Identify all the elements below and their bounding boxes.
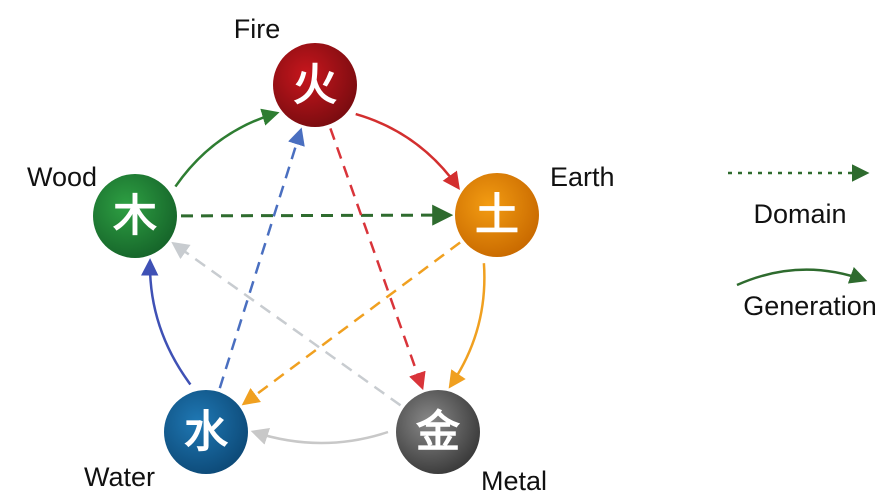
- generation-arrow-earth-to-metal: [451, 263, 485, 386]
- metal-node: 金 Metal: [396, 390, 547, 496]
- domain-arrow-wood-to-earth: [181, 215, 449, 216]
- domain-arrow-earth-to-water: [245, 243, 461, 404]
- legend: Domain Generation: [728, 173, 877, 321]
- domain-arrow-water-to-fire: [220, 131, 301, 388]
- fire-node: 火 Fire: [234, 14, 357, 127]
- wood-node: 木 Wood: [27, 162, 177, 258]
- fire-label: Fire: [234, 14, 281, 44]
- fire-glyph: 火: [293, 60, 337, 111]
- earth-node: 土 Earth: [455, 162, 615, 257]
- water-glyph: 水: [184, 407, 229, 458]
- metal-glyph: 金: [415, 407, 461, 458]
- earth-label: Earth: [550, 162, 615, 192]
- domain-arrow-metal-to-wood: [174, 244, 400, 405]
- domain-arrow-fire-to-metal: [330, 128, 422, 386]
- generation-arrow-wood-to-fire: [175, 113, 276, 186]
- water-label: Water: [84, 462, 155, 492]
- metal-label: Metal: [481, 466, 547, 496]
- legend-generation-label: Generation: [743, 291, 877, 321]
- generation-arrow-fire-to-earth: [356, 114, 458, 187]
- legend-generation-arrow: [737, 270, 864, 285]
- water-node: 水 Water: [84, 390, 248, 492]
- earth-glyph: 土: [475, 190, 519, 241]
- wood-label: Wood: [27, 162, 97, 192]
- legend-domain-label: Domain: [753, 199, 846, 229]
- wood-glyph: 木: [113, 191, 157, 242]
- generation-arrow-water-to-wood: [150, 262, 190, 385]
- generation-arrow-metal-to-water: [254, 432, 388, 443]
